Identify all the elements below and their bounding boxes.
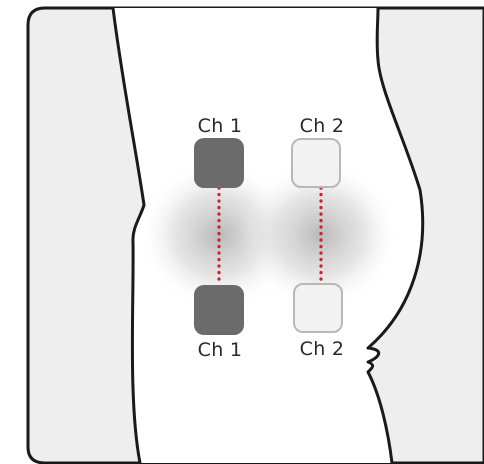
ch2-bottom-label: Ch 2 xyxy=(299,338,345,360)
ch1-bottom-label: Ch 1 xyxy=(197,339,243,361)
ch1-top-electrode xyxy=(194,138,244,188)
ch1-bottom-electrode xyxy=(194,285,244,335)
ch2-top-electrode xyxy=(291,138,341,188)
ch2-top-label: Ch 2 xyxy=(299,115,345,137)
torso-right-outline xyxy=(366,6,425,464)
torso-left-outline xyxy=(111,6,146,464)
ch2-shadow xyxy=(240,160,400,310)
ch2-bottom-electrode xyxy=(293,283,343,333)
ch1-top-label: Ch 1 xyxy=(197,115,243,137)
